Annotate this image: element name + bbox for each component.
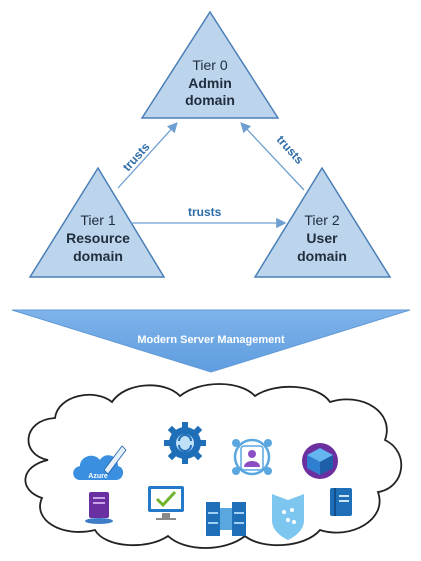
banner-label: Modern Server Management [137, 334, 285, 346]
server-icon [85, 492, 113, 524]
azure-cloud-icon: Azure [73, 445, 127, 480]
arrow-tier1-to-tier0 [117, 122, 178, 189]
tier0-triangle: Tier 0 Admin domain [140, 10, 280, 119]
tier2-triangle: Tier 2 User domain [253, 166, 392, 278]
tier1-domain: domain [73, 248, 123, 264]
trusts-label-left: trusts [120, 140, 153, 174]
modern-server-management-banner: Modern Server Management [11, 309, 411, 373]
monitor-check-icon [148, 486, 184, 520]
azure-label: Azure [88, 473, 108, 480]
book-icon [330, 488, 352, 516]
tier2-domain: domain [297, 248, 347, 264]
tier2-name: User [306, 230, 338, 246]
defender-cube-icon [302, 443, 338, 479]
gear-sync-icon [164, 422, 206, 464]
tier0-name: Admin [188, 75, 232, 91]
storage-blocks-icon [206, 502, 246, 536]
tier0-label: Tier 0 [192, 57, 227, 73]
tier0-domain: domain [185, 92, 235, 108]
trusts-label-right: trusts [274, 133, 307, 167]
shield-network-icon [272, 494, 304, 540]
user-identity-icon [232, 438, 272, 476]
tier1-name: Resource [66, 230, 130, 246]
cloud-container [24, 383, 403, 549]
trusts-label-bottom: trusts [188, 205, 222, 219]
arrow-tier2-to-tier0 [240, 122, 305, 191]
tier1-triangle: Tier 1 Resource domain [28, 166, 166, 278]
tier1-label: Tier 1 [80, 212, 115, 228]
tier2-label: Tier 2 [304, 212, 339, 228]
